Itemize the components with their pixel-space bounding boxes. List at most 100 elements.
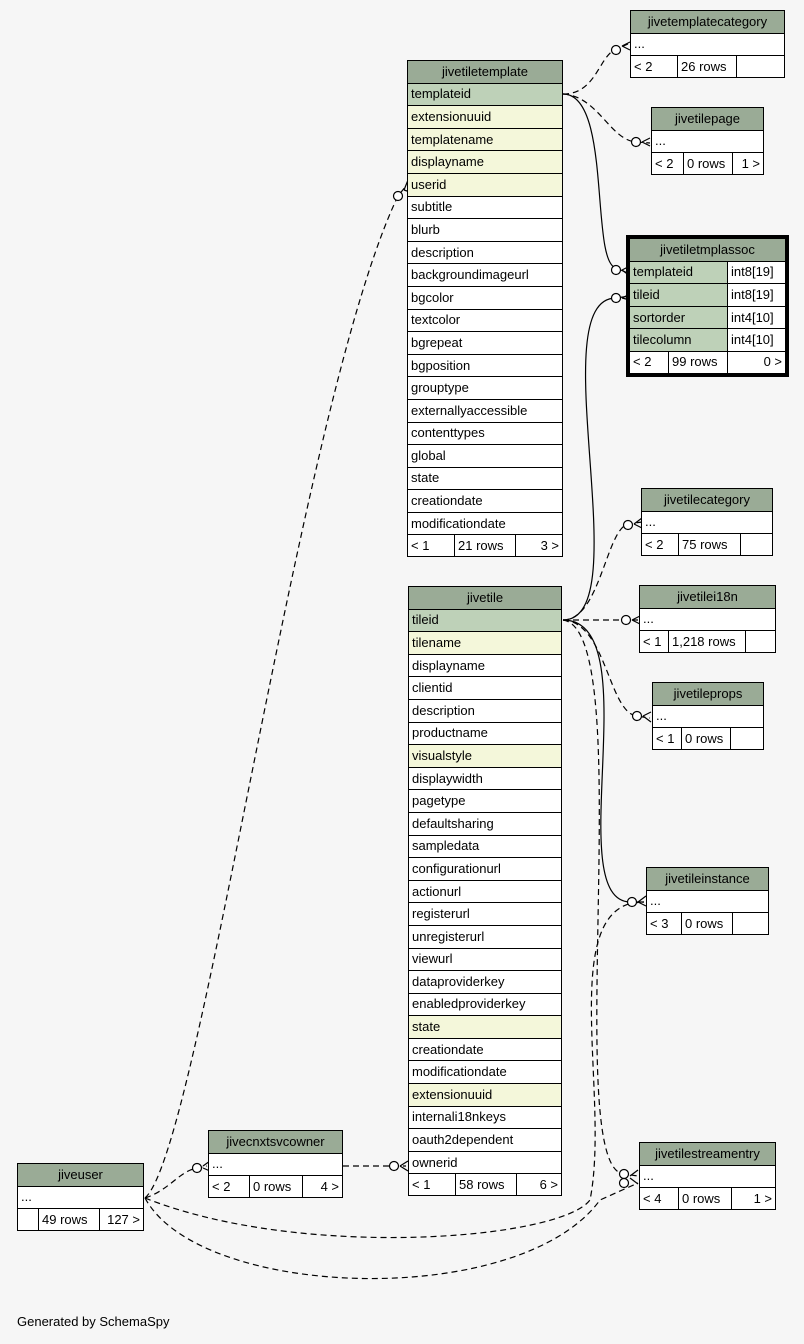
column-placeholder: ... [639,607,776,632]
meta-parents [17,1208,39,1232]
edge-template-tmplassoc [562,93,631,275]
column-row: displayname [408,653,562,678]
table-jivecnxtsvcowner[interactable]: jivecnxtsvcowner ... < 2 0 rows 4 > [208,1130,343,1199]
edge-template-tilepage [562,93,651,144]
column-row: subtitle [407,195,563,220]
meta-parents: < 4 [639,1187,679,1211]
column-row: displayname [407,150,563,174]
column-row: extensionuuid [408,1083,562,1107]
meta-children: 6 > [516,1173,562,1197]
column-row: backgroundimageurl [407,263,563,287]
column-row: textcolor [407,308,563,333]
meta-children: 1 > [731,1187,776,1211]
meta-rows: 1,218 rows [668,630,746,654]
table-jiveuser[interactable]: jiveuser ... 49 rows 127 > [17,1163,144,1232]
meta-rows: 99 rows [668,350,728,374]
column-row: clientid [408,676,562,700]
column-row: externallyaccessible [407,398,563,423]
column-row: visualstyle [408,744,562,768]
column-row: modificationdate [407,511,563,536]
column-placeholder: ... [652,704,764,729]
column-type: int8[19] [727,283,786,307]
column-row: bgcolor [407,285,563,310]
table-jivetilepage[interactable]: jivetilepage ... < 2 0 rows 1 > [651,107,764,176]
column-type: int4[10] [727,328,786,352]
column-row: modificationdate [408,1060,562,1085]
column-row: contenttypes [407,421,563,446]
meta-children [736,55,785,79]
meta-rows: 26 rows [677,55,737,79]
generated-by-footer: Generated by SchemaSpy [17,1314,170,1329]
column-row: tilename [408,631,562,655]
meta-children: 3 > [515,534,563,558]
table-jivetiletemplate[interactable]: jivetiletemplate templateid extensionuui… [407,60,563,558]
meta-children [740,533,773,557]
table-jivetileinstance[interactable]: jivetileinstance ... < 3 0 rows [646,867,769,936]
meta-rows: 0 rows [678,1187,732,1211]
column-placeholder: ... [641,510,773,535]
table-header: jivetilei18n [639,585,776,609]
column-row: internali18nkeys [408,1105,562,1130]
column-row: creationdate [407,489,563,513]
meta-parents: < 2 [629,350,669,374]
table-header: jivetileinstance [646,867,769,891]
column-row: ownerid [408,1150,562,1175]
edge-tile-tilecategory [562,521,643,621]
meta-parents: < 1 [652,727,682,751]
table-header: jivetile [408,586,562,610]
column-row: dataproviderkey [408,970,562,994]
edge-template-templatecategory [562,43,629,95]
meta-rows: 75 rows [678,533,741,557]
column-row: pagetype [408,789,562,813]
meta-children [730,727,764,751]
column-row: extensionuuid [407,105,563,129]
meta-rows: 21 rows [454,534,516,558]
table-header: jivetiletemplate [407,60,563,84]
table-header: jivetemplatecategory [630,10,785,34]
column-row: unregisterurl [408,924,562,949]
meta-children: 4 > [302,1175,343,1199]
table-jivetilecategory[interactable]: jivetilecategory ... < 2 75 rows [641,488,773,557]
table-header: jivetilecategory [641,488,773,512]
column-row: userid [407,172,563,197]
column-row: bgrepeat [407,331,563,355]
table-header: jivetileprops [652,682,764,706]
column-row: viewurl [408,947,562,972]
table-jivetilei18n[interactable]: jivetilei18n ... < 1 1,218 rows [639,585,776,654]
column-row: templateid [407,82,563,107]
table-jivetilestreamentry[interactable]: jivetilestreamentry ... < 4 0 rows 1 > [639,1142,776,1211]
edge-tile-tileprops [562,619,651,719]
meta-rows: 49 rows [38,1208,100,1232]
column-row: grouptype [407,376,563,400]
column-row: description [407,240,563,265]
column-name: tileid [629,283,728,307]
meta-children: 0 > [727,350,786,374]
meta-parents: < 2 [208,1175,250,1199]
column-row: blurb [407,218,563,242]
column-row: state [407,466,563,491]
table-jivetemplatecategory[interactable]: jivetemplatecategory ... < 2 26 rows [630,10,785,79]
column-placeholder: ... [651,129,764,154]
meta-parents: < 2 [651,152,684,176]
meta-children [732,912,769,936]
column-row: productname [408,721,562,746]
column-type: int8[19] [727,260,786,285]
table-jivetiletmplassoc[interactable]: jivetiletmplassoc templateid int8[19] ti… [626,235,789,377]
edge-user-cnxtsvcowner [144,1165,208,1199]
column-row: displaywidth [408,766,562,791]
column-type: int4[10] [727,305,786,330]
column-row: templatename [407,127,563,152]
table-header: jivetilepage [651,107,764,131]
table-jivetile[interactable]: jivetile tileid tilename displayname cli… [408,586,562,1197]
meta-parents: < 1 [407,534,455,558]
meta-children [745,630,776,654]
meta-rows: 0 rows [683,152,733,176]
table-jivetileprops[interactable]: jivetileprops ... < 1 0 rows [652,682,764,751]
column-placeholder: ... [208,1152,343,1177]
meta-parents: < 2 [641,533,679,557]
column-row: state [408,1015,562,1039]
meta-rows: 0 rows [681,912,733,936]
meta-parents: < 3 [646,912,682,936]
meta-parents: < 1 [408,1173,456,1197]
meta-parents: < 2 [630,55,678,79]
